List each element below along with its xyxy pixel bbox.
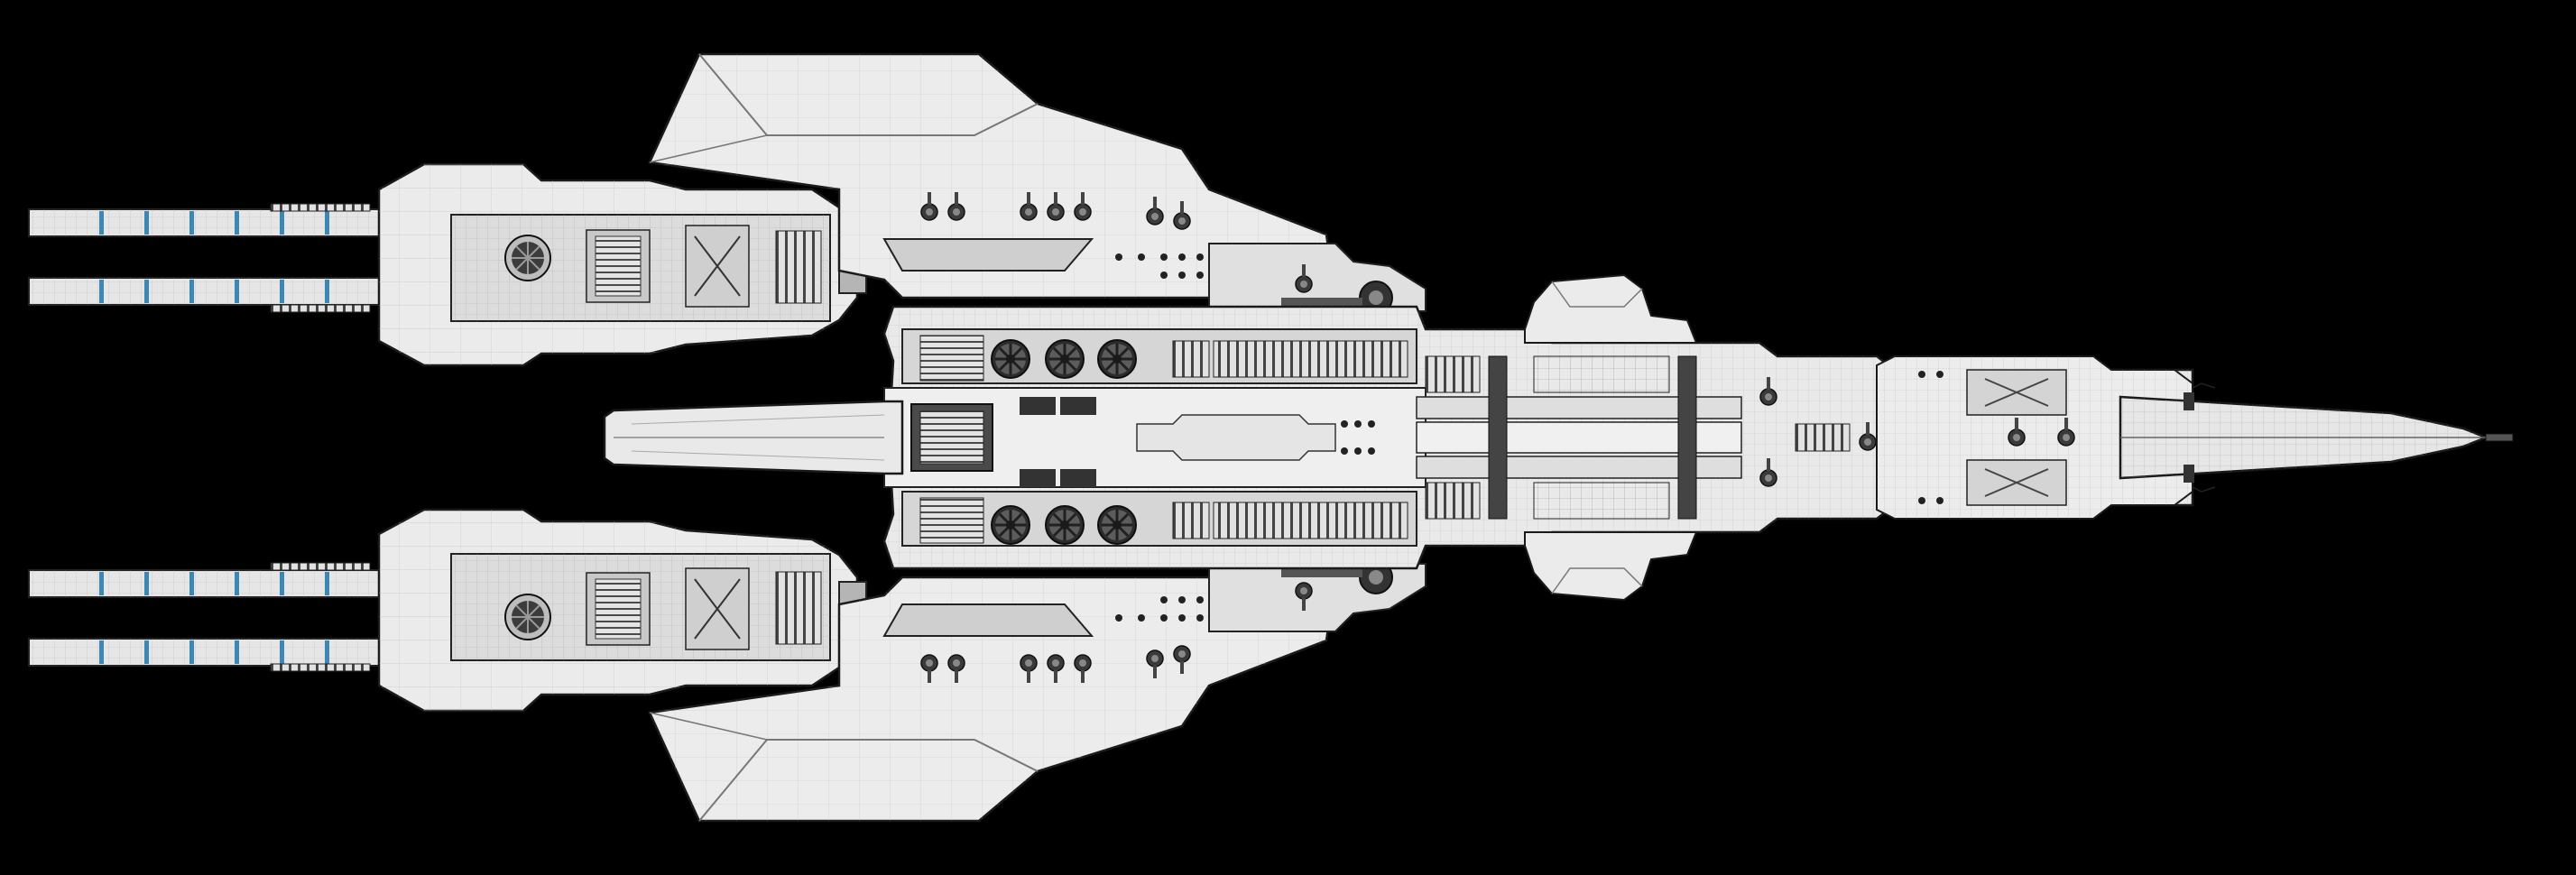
- lower-engine-bay: [901, 491, 1417, 547]
- lower-blister: [1524, 531, 1698, 602]
- upper-blister: [1524, 273, 1698, 344]
- upper-nacelle-pod: [27, 162, 868, 367]
- bow-spike: [2119, 382, 2514, 493]
- spine-tubes: [1416, 355, 1742, 520]
- forward-turrets: [1759, 376, 1931, 487]
- aft-engine-cone: [603, 400, 904, 475]
- forward-hull: [1876, 355, 2193, 520]
- center-deck: [883, 387, 1426, 488]
- lower-nacelle-pod: [27, 508, 868, 713]
- upper-engine-bay: [901, 328, 1417, 384]
